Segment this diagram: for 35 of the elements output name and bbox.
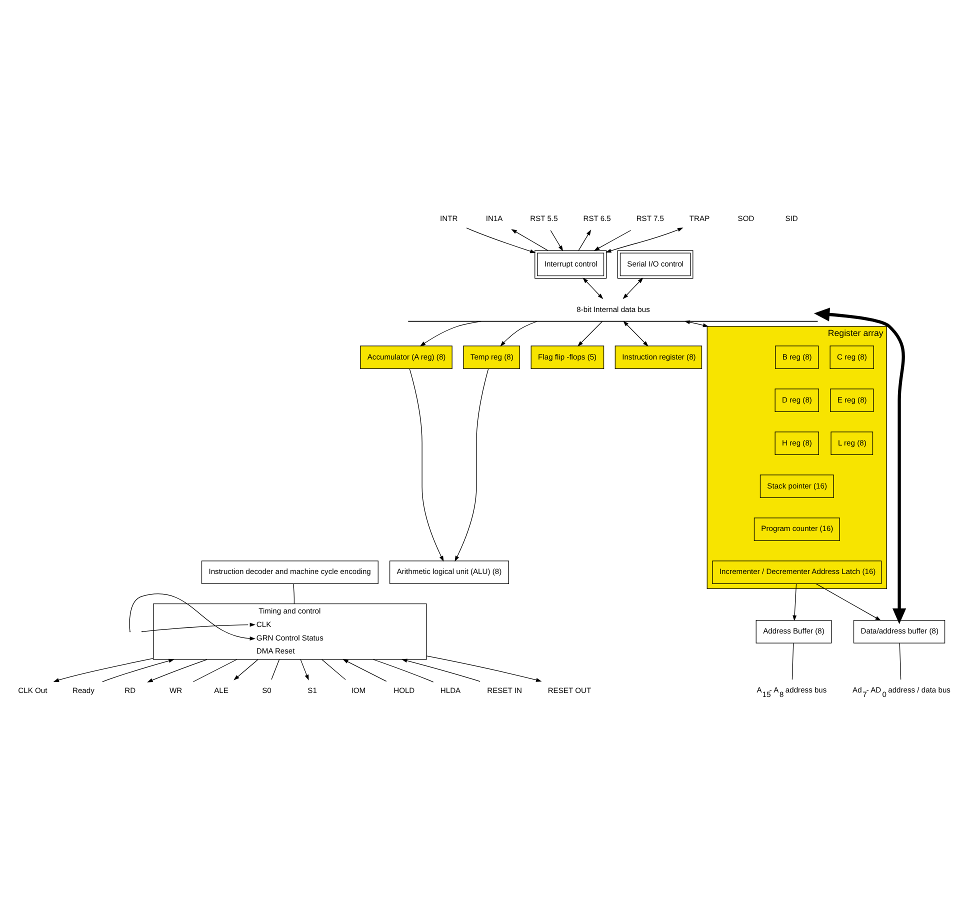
arrow — [622, 278, 644, 300]
arrow — [684, 320, 709, 328]
arrow — [300, 659, 309, 680]
arrow — [500, 321, 538, 346]
arrow — [426, 656, 542, 682]
connector — [322, 659, 346, 680]
arrow — [454, 368, 489, 562]
connector — [271, 659, 280, 680]
arrow — [816, 583, 882, 621]
arrow — [582, 278, 604, 300]
arrow — [814, 308, 906, 624]
arrow — [142, 622, 256, 632]
arrow — [342, 659, 387, 682]
connector — [373, 659, 434, 682]
arrow — [129, 594, 256, 640]
arrow — [53, 658, 154, 682]
arrow — [577, 321, 602, 347]
arrow — [792, 584, 797, 622]
connector — [192, 659, 238, 682]
connector — [899, 642, 902, 680]
arrow — [102, 658, 174, 682]
arrow — [594, 230, 632, 251]
arrow — [511, 229, 548, 251]
arrow — [401, 658, 480, 682]
arrow — [606, 228, 684, 253]
connector — [792, 642, 794, 680]
connector — [293, 584, 295, 604]
arrow — [466, 228, 536, 254]
arrow — [147, 659, 208, 682]
arrow — [409, 368, 444, 562]
arrow — [420, 321, 482, 346]
arrow — [623, 320, 648, 347]
arrow — [578, 230, 592, 251]
arrow — [234, 659, 258, 680]
arrow — [550, 230, 564, 252]
